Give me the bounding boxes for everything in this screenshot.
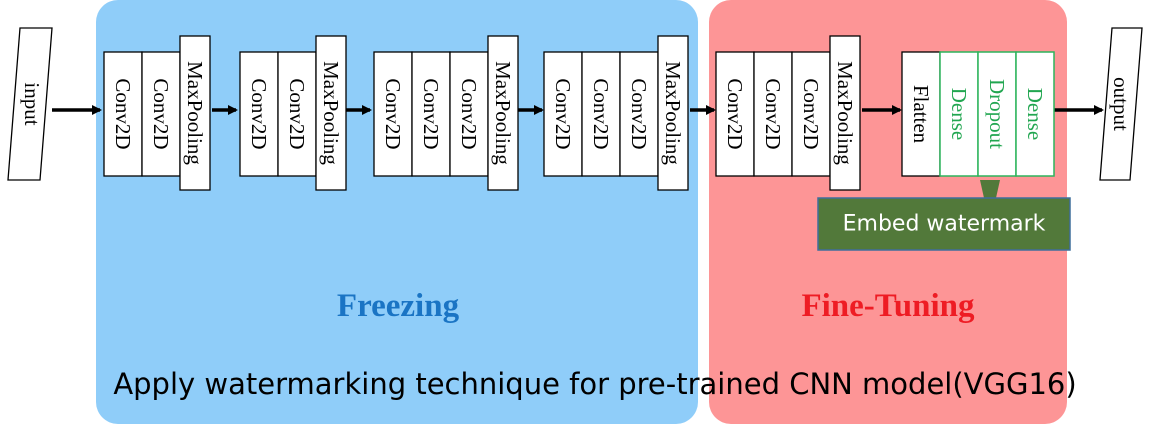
- block5-layer-4-label: MaxPooling: [833, 61, 857, 165]
- block3-layer-4-label: MaxPooling: [491, 61, 515, 165]
- block1-conv2d-1-layer: [103, 51, 143, 177]
- block4-maxpooling-layer: [657, 35, 689, 191]
- block3-layer-2-label: Conv2D: [419, 78, 443, 149]
- block1-layer-3-label: MaxPooling: [183, 61, 207, 165]
- freezing-label: Freezing: [337, 288, 460, 324]
- output-label: output: [1109, 77, 1133, 131]
- block4-layer-3-label: Conv2D: [627, 78, 651, 149]
- block5-layer-3-label: Conv2D: [799, 78, 823, 149]
- block4-layer-1-label: Conv2D: [551, 78, 575, 149]
- block2-maxpooling-layer: [315, 35, 347, 191]
- block1-maxpooling-layer: [179, 35, 211, 191]
- callout-pointer: [980, 180, 1000, 198]
- block1-layer-1-label: Conv2D: [111, 78, 135, 149]
- block5-layer-1-label: Conv2D: [723, 78, 747, 149]
- input-node: [7, 27, 53, 181]
- block5-maxpooling-layer: [829, 35, 861, 191]
- block5-layer-2-label: Conv2D: [761, 78, 785, 149]
- input-label: input: [20, 82, 44, 125]
- block2-conv2d-1-layer: [239, 51, 279, 177]
- watermark-layer-1-label: Dense: [947, 88, 971, 140]
- classifier-head: Flatten Dense Dropout Dense: [901, 51, 1055, 177]
- block3-conv2d-2-layer: [411, 51, 451, 177]
- block4-conv2d-3-layer: [619, 51, 659, 177]
- watermark-layers: Dense Dropout Dense: [939, 51, 1055, 177]
- block2-conv2d-2-layer: [277, 51, 317, 177]
- embed-watermark-label: Embed watermark: [843, 212, 1046, 237]
- watermark-layer-3-label: Dense: [1023, 88, 1047, 140]
- block5-conv2d-3-layer: [791, 51, 831, 177]
- block2-layer-1-label: Conv2D: [247, 78, 271, 149]
- block3-conv2d-3-layer: [449, 51, 489, 177]
- block3-layer-3-label: Conv2D: [457, 78, 481, 149]
- block5-conv2d-1-layer: [715, 51, 755, 177]
- block2-layer-3-label: MaxPooling: [319, 61, 343, 165]
- watermark-layer-1-dense: [939, 51, 979, 177]
- embed-watermark-callout: [817, 197, 1071, 251]
- block2-layer-2-label: Conv2D: [285, 78, 309, 149]
- watermark-layer-3-dense: [1015, 51, 1055, 177]
- block3-layer-1-label: Conv2D: [381, 78, 405, 149]
- output-node: [1099, 27, 1143, 181]
- watermark-layer-2-label: Dropout: [985, 79, 1009, 149]
- conv-blocks: Conv2D Conv2D MaxPooling Conv2D Conv2D MaxPoo…: [103, 35, 861, 191]
- diagram-caption: Apply watermarking technique for pre-tra…: [113, 367, 1076, 401]
- block1-conv2d-2-layer: [141, 51, 181, 177]
- block1-layer-2-label: Conv2D: [149, 78, 173, 149]
- flatten-label: Flatten: [909, 85, 933, 144]
- block4-layer-4-label: MaxPooling: [661, 61, 685, 165]
- block4-conv2d-1-layer: [543, 51, 583, 177]
- block4-conv2d-2-layer: [581, 51, 621, 177]
- block3-maxpooling-layer: [487, 35, 519, 191]
- block4-layer-2-label: Conv2D: [589, 78, 613, 149]
- fine-tuning-label: Fine-Tuning: [801, 288, 975, 324]
- flatten-layer: [901, 51, 941, 177]
